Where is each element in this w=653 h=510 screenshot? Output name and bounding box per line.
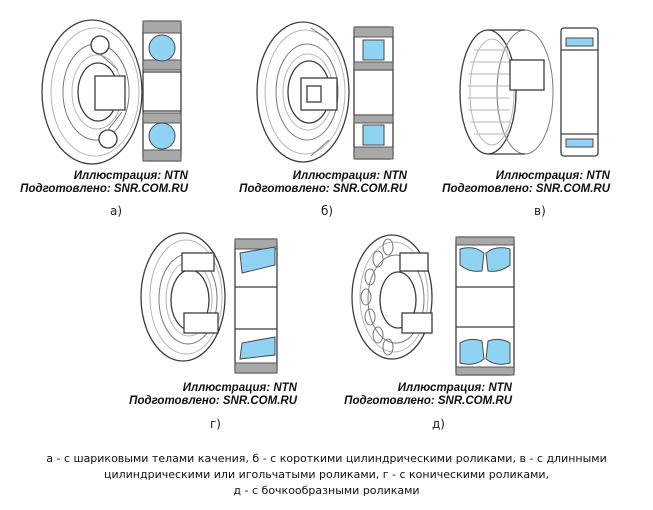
cylindrical-bearing-drawing <box>256 21 394 163</box>
credit-v: Иллюстрация: NTN Подготовлено: SNR.COM.R… <box>442 170 610 196</box>
tapered-bearing-section <box>234 238 278 374</box>
credit-prepared: Подготовлено: SNR.COM.RU <box>239 183 407 195</box>
figure-caption: а - с шариковыми телами качения, б - с к… <box>0 451 653 499</box>
credit-illustration: Иллюстрация: NTN <box>292 170 407 182</box>
credit-illustration: Иллюстрация: NTN <box>397 382 512 394</box>
ball-bearing-perspective <box>41 19 143 165</box>
panel-b: Иллюстрация: NTN Подготовлено: SNR.COM.R… <box>215 0 430 225</box>
credit-prepared: Подготовлено: SNR.COM.RU <box>20 183 188 195</box>
credit-d: Иллюстрация: NTN Подготовлено: SNR.COM.R… <box>344 382 512 408</box>
barrel-roller-top-right <box>485 247 511 272</box>
roller-bottom <box>362 124 385 146</box>
panel-letter-d: д) <box>432 417 445 431</box>
roller-top <box>362 39 385 61</box>
needle-bearing-perspective <box>459 29 554 155</box>
caption-line-2: цилиндрическими или игольчатыми роликами… <box>103 468 550 481</box>
credit-prepared: Подготовлено: SNR.COM.RU <box>129 395 297 407</box>
ball-top <box>148 34 176 62</box>
spherical-bearing-perspective <box>351 234 433 360</box>
tapered-bearing-drawing <box>140 232 278 374</box>
ball-bearing-section <box>142 20 182 162</box>
credit-prepared: Подготовлено: SNR.COM.RU <box>442 183 610 195</box>
panel-v: Иллюстрация: NTN Подготовлено: SNR.COM.R… <box>430 0 653 225</box>
tapered-roller-top <box>239 246 276 274</box>
barrel-roller-top-left <box>459 247 485 272</box>
needle-bottom <box>565 138 594 148</box>
panel-letter-a: а) <box>110 204 123 218</box>
credit-b: Иллюстрация: NTN Подготовлено: SNR.COM.R… <box>239 170 407 196</box>
spherical-bearing-section <box>455 236 515 376</box>
caption-line-1: а - с шариковыми телами качения, б - с к… <box>46 452 607 465</box>
panel-d: Иллюстрация: NTN Подготовлено: SNR.COM.R… <box>330 225 530 435</box>
credit-illustration: Иллюстрация: NTN <box>182 382 297 394</box>
needle-bearing-section <box>560 27 599 157</box>
credit-illustration: Иллюстрация: NTN <box>495 170 610 182</box>
cylindrical-bearing-perspective <box>256 21 350 163</box>
panel-letter-v: в) <box>534 204 546 218</box>
credit-illustration: Иллюстрация: NTN <box>73 170 188 182</box>
ball-bearing-drawing <box>41 19 182 165</box>
panel-letter-b: б) <box>321 204 334 218</box>
panel-letter-g: г) <box>210 417 221 431</box>
credit-prepared: Подготовлено: SNR.COM.RU <box>344 395 512 407</box>
needle-top <box>565 37 594 47</box>
barrel-roller-bottom-right <box>485 338 511 365</box>
credit-a: Иллюстрация: NTN Подготовлено: SNR.COM.R… <box>20 170 188 196</box>
cylindrical-bearing-section <box>353 26 394 160</box>
panel-a: Иллюстрация: NTN Подготовлено: SNR.COM.R… <box>0 0 215 225</box>
panel-g: Иллюстрация: NTN Подготовлено: SNR.COM.R… <box>120 225 320 435</box>
needle-bearing-drawing <box>459 27 599 157</box>
credit-g: Иллюстрация: NTN Подготовлено: SNR.COM.R… <box>129 382 297 408</box>
barrel-roller-bottom-left <box>459 338 485 365</box>
caption-line-3: д - с бочкообразными роликами <box>233 484 420 497</box>
tapered-bearing-perspective <box>140 232 226 362</box>
spherical-bearing-drawing <box>351 234 515 376</box>
tapered-roller-bottom <box>239 336 276 360</box>
ball-bottom <box>148 122 176 150</box>
